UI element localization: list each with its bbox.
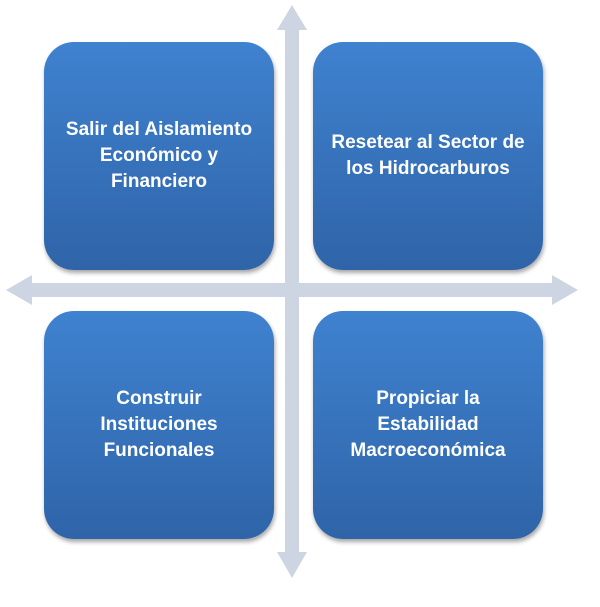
- quadrant-text: Resetear al Sector de los Hidrocarburos: [331, 132, 525, 179]
- quadrant-text: Construir Instituciones Funcionales: [100, 388, 218, 461]
- quadrant-text: Propiciar la Estabilidad Macroeconómica: [350, 388, 506, 461]
- quadrant-top-left: Salir del Aislamiento Económico y Financ…: [44, 42, 274, 270]
- quadrant-bottom-right: Propiciar la Estabilidad Macroeconómica: [313, 311, 543, 539]
- horizontal-double-arrow: [6, 275, 578, 305]
- quadrant-top-right: Resetear al Sector de los Hidrocarburos: [313, 42, 543, 270]
- quadrant-text: Salir del Aislamiento Económico y Financ…: [65, 119, 253, 192]
- quadrant-bottom-left: Construir Instituciones Funcionales: [44, 311, 274, 539]
